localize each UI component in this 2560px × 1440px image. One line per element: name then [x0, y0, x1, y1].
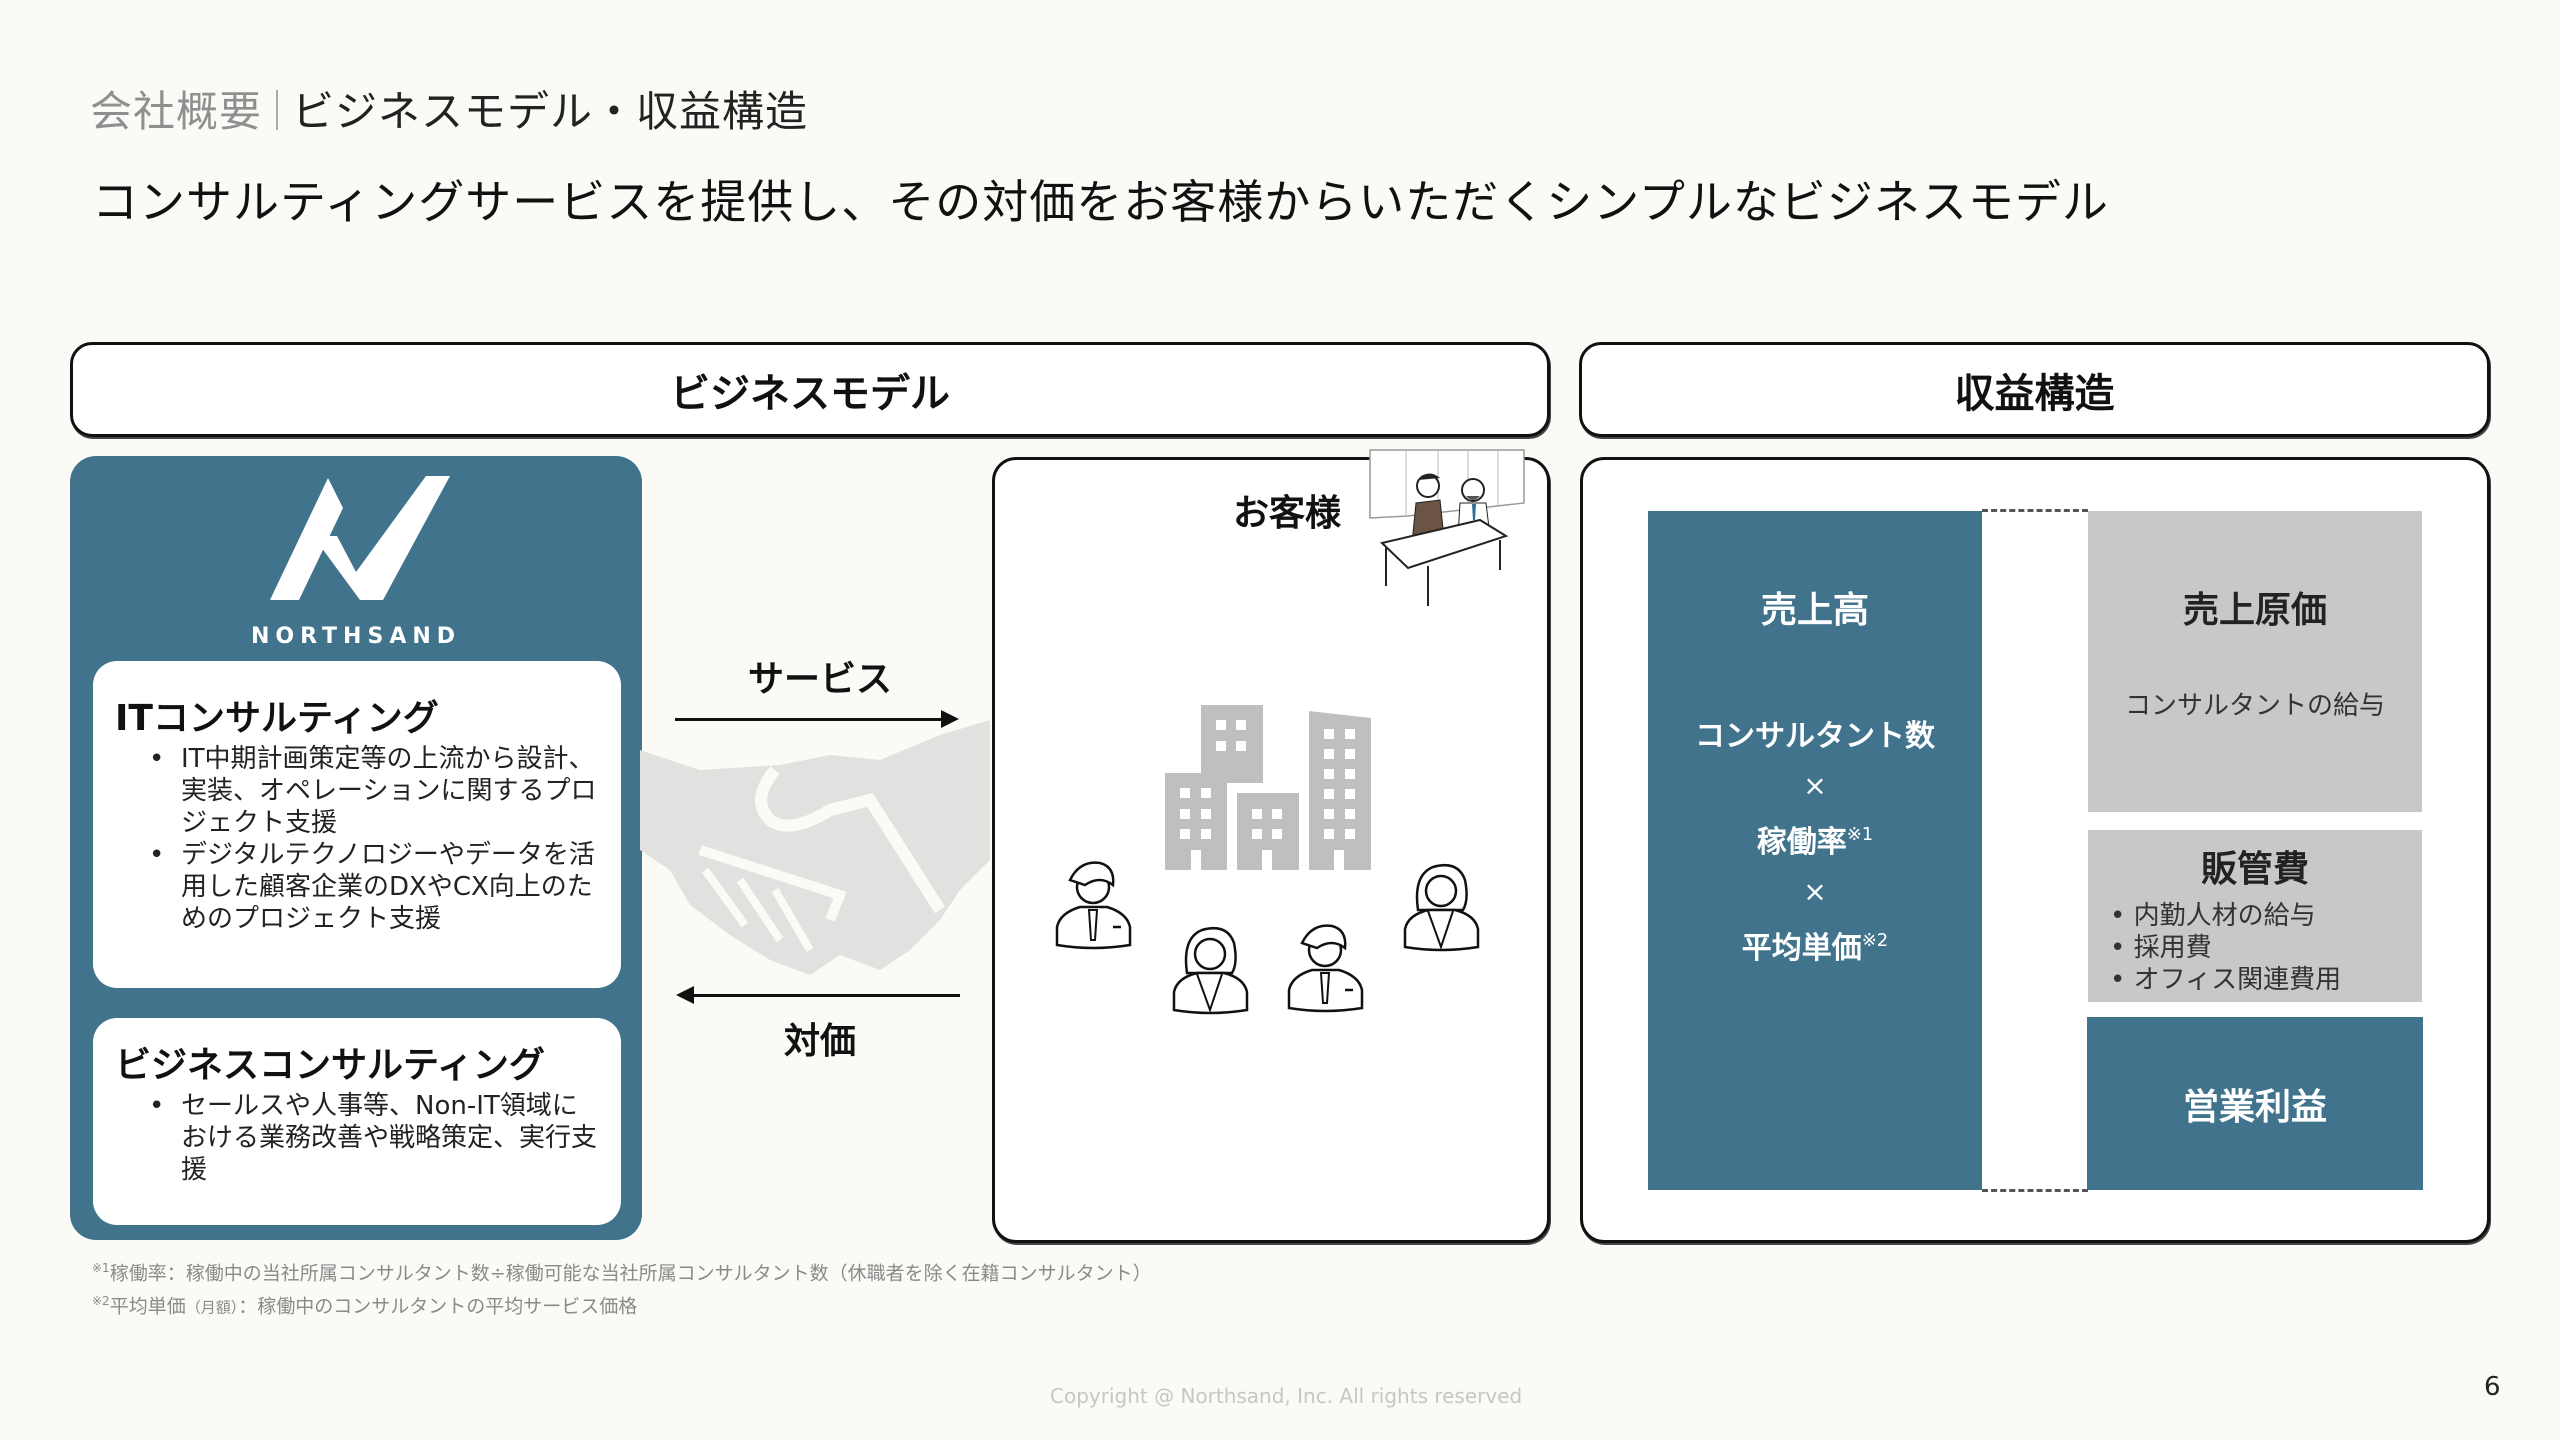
service-bullet: デジタルテクノロジーやデータを活用した顧客企業のDXやCX向上のためのプロジェク…	[115, 839, 599, 935]
businesswoman-icon	[1403, 863, 1480, 952]
multiply-sign: ×	[1803, 875, 1827, 908]
northsand-logo-icon	[270, 476, 450, 600]
service-flow-label: サービス	[747, 659, 892, 700]
sga-item: 採用費	[2110, 932, 2341, 964]
cogs-description: コンサルタントの給与	[2124, 691, 2385, 721]
sga-item: 内勤人材の給与	[2110, 900, 2341, 932]
service-bullet: IT中期計画策定等の上流から設計、実装、オペレーションに関するプロジェクト支援	[115, 743, 599, 839]
sales-formula: コンサルタント数 × 稼働率※1 × 平均単価※2	[1695, 713, 1935, 973]
service-card-it-consulting: ITコンサルティング IT中期計画策定等の上流から設計、実装、オペレーションに関…	[93, 661, 621, 988]
page-title: ビジネスモデル・収益構造	[292, 87, 809, 136]
sga-items: 内勤人材の給与 採用費 オフィス関連費用	[2110, 900, 2341, 996]
service-title: ビジネスコンサルティング	[115, 1045, 545, 1086]
logo-wordmark: NORTHSAND	[250, 624, 462, 649]
service-bullet: セールスや人事等、Non-IT領域における業務改善や戦略策定、実行支援	[115, 1090, 599, 1186]
handshake-icon	[640, 720, 990, 980]
slide-subtitle: コンサルティングサービスを提供し、その対価をお客様からいただくシンプルなビジネス…	[92, 175, 2109, 229]
operating-profit-block: 営業利益	[2087, 1017, 2423, 1190]
service-card-business-consulting: ビジネスコンサルティング セールスや人事等、Non-IT領域における業務改善や戦…	[93, 1018, 621, 1225]
footnote-mark: ※1	[1846, 824, 1874, 845]
footnote-1: ※1稼働率：稼働中の当社所属コンサルタント数÷稼働可能な当社所属コンサルタント数…	[92, 1261, 1152, 1285]
sales-title: 売上高	[1760, 590, 1869, 631]
dashed-connector	[1982, 509, 2088, 512]
sga-item: オフィス関連費用	[2110, 964, 2341, 996]
breadcrumb: 会社概要ビジネスモデル・収益構造	[90, 84, 808, 140]
northsand-logo: NORTHSAND	[70, 476, 642, 649]
businesswoman-icon	[1172, 926, 1249, 1015]
service-title: ITコンサルティング	[115, 698, 439, 739]
service-bullets: セールスや人事等、Non-IT領域における業務改善や戦略策定、実行支援	[115, 1090, 599, 1186]
cogs-title: 売上原価	[2182, 590, 2327, 631]
businessman-icon	[1055, 861, 1132, 950]
operating-profit-title: 営業利益	[2182, 1086, 2327, 1128]
arrow-left-icon	[676, 986, 960, 1004]
meeting-illustration-icon	[1368, 448, 1528, 608]
buildings-icon	[1165, 705, 1375, 874]
formula-utilization: 稼働率※1	[1756, 824, 1874, 860]
company-panel: NORTHSAND ITコンサルティング IT中期計画策定等の上流から設計、実装…	[70, 456, 642, 1240]
multiply-sign: ×	[1803, 769, 1827, 802]
cogs-block: 売上原価 コンサルタントの給与	[2088, 511, 2422, 812]
breadcrumb-separator	[276, 90, 279, 130]
business-model-header: ビジネスモデル	[70, 342, 1550, 437]
sga-block: 販管費 内勤人材の給与 採用費 オフィス関連費用	[2088, 830, 2422, 1002]
arrow-right-icon	[675, 710, 959, 728]
businessman-icon	[1287, 924, 1364, 1013]
page-number: 6	[2484, 1372, 2501, 1402]
sga-title: 販管費	[2200, 849, 2309, 890]
formula-average-price: 平均単価※2	[1741, 930, 1889, 966]
sales-block: 売上高 コンサルタント数 × 稼働率※1 × 平均単価※2	[1648, 511, 1982, 1190]
customer-title: お客様	[1233, 493, 1342, 534]
footnote-mark: ※2	[1861, 930, 1889, 951]
copyright: Copyright @ Northsand, Inc. All rights r…	[1050, 1384, 1523, 1408]
footnote-2: ※2平均単価（月額）：稼働中のコンサルタントの平均サービス価格	[92, 1294, 638, 1318]
service-bullets: IT中期計画策定等の上流から設計、実装、オペレーションに関するプロジェクト支援 …	[115, 743, 599, 935]
footnotes: ※1稼働率：稼働中の当社所属コンサルタント数÷稼働可能な当社所属コンサルタント数…	[92, 1254, 1152, 1322]
dashed-connector	[1982, 1189, 2088, 1192]
formula-consultant-count: コンサルタント数	[1695, 719, 1935, 754]
breadcrumb-section: 会社概要	[90, 87, 263, 136]
revenue-structure-header: 収益構造	[1579, 342, 2490, 437]
price-flow-label: 対価	[783, 1021, 856, 1062]
